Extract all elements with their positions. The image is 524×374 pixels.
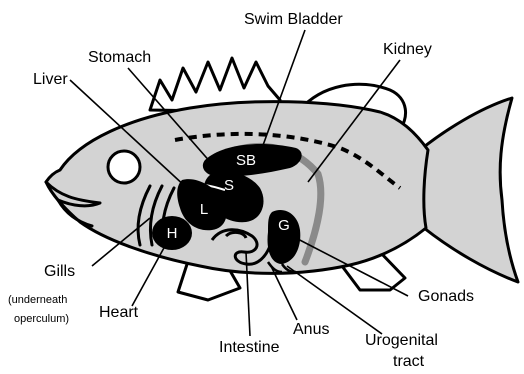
label-gills: Gills [44,263,75,280]
label-urogenital-1: Urogenital [365,332,438,349]
label-liver: Liver [33,71,68,88]
label-kidney: Kidney [383,41,432,58]
leader-heart [132,246,165,306]
label-swim-bladder: Swim Bladder [244,11,343,28]
heart-mark: H [167,225,178,242]
label-gills-note: (underneath [8,294,67,306]
label-gonads: Gonads [418,288,474,305]
label-gills-note-2: operculum) [14,313,69,325]
label-urogenital-2: tract [393,353,425,370]
label-anus: Anus [293,321,329,338]
liver-mark: L [200,201,208,218]
gonads-mark: G [278,217,290,234]
label-intestine: Intestine [219,339,280,356]
label-stomach: Stomach [88,49,151,66]
tail-fin [420,98,518,282]
swim-bladder-mark: SB [236,152,256,169]
eye [108,151,140,183]
label-heart: Heart [99,304,139,321]
